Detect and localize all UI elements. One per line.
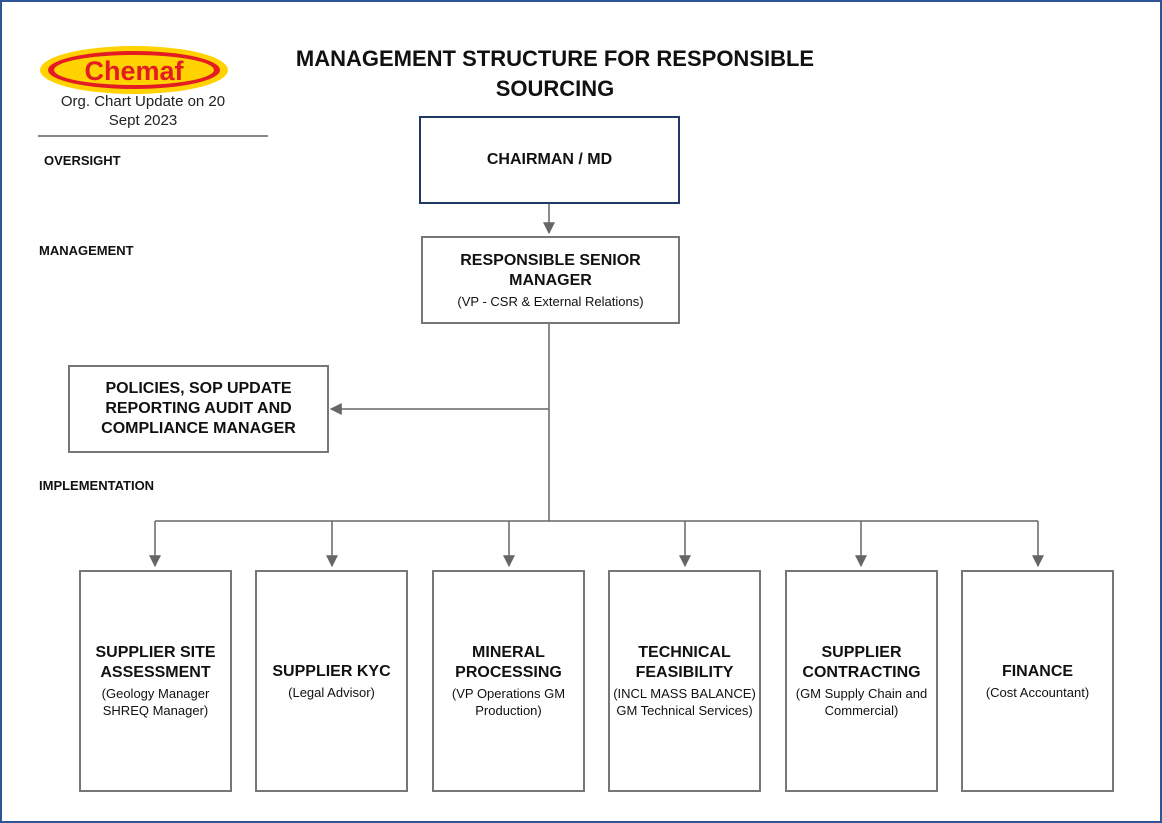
unit-title: MINERAL <box>472 644 545 661</box>
policies-line2: REPORTING AUDIT AND <box>105 400 292 417</box>
header-rule <box>38 135 268 137</box>
level-label-implementation: IMPLEMENTATION <box>39 478 155 493</box>
unit-subtitle: (Geology Manager <box>101 686 210 701</box>
unit-subtitle: (GM Supply Chain and <box>795 686 928 701</box>
level-label-oversight: OVERSIGHT <box>44 153 121 168</box>
unit-subtitle: (INCL MASS BALANCE) <box>613 686 756 701</box>
unit-title: CONTRACTING <box>802 664 921 681</box>
unit-technical-feasibility: TECHNICAL FEASIBILITY (INCL MASS BALANCE… <box>608 570 761 792</box>
senior-manager-box: RESPONSIBLE SENIOR MANAGER (VP - CSR & E… <box>421 236 680 324</box>
unit-title: SUPPLIER <box>821 644 902 661</box>
unit-subtitle: (Legal Advisor) <box>288 684 375 700</box>
level-label-management: MANAGEMENT <box>39 243 134 258</box>
org-chart-update-note: Org. Chart Update on 20 Sept 2023 <box>60 93 226 129</box>
unit-supplier-kyc: SUPPLIER KYC (Legal Advisor) <box>255 570 408 792</box>
unit-supplier-site-assessment: SUPPLIER SITE ASSESSMENT (Geology Manage… <box>79 570 232 792</box>
unit-subtitle: (VP Operations GM <box>451 686 566 701</box>
policies-line3: COMPLIANCE MANAGER <box>101 420 296 437</box>
unit-title: SUPPLIER KYC <box>272 662 391 680</box>
logo-wordmark: Chemaf <box>84 56 184 86</box>
unit-subtitle: Commercial) <box>824 703 899 718</box>
unit-subtitle: GM Technical Services) <box>616 703 753 718</box>
page-title: MANAGEMENT STRUCTURE FOR RESPONSIBLE SOU… <box>295 46 815 101</box>
chairman-title: CHAIRMAN / MD <box>486 151 613 168</box>
unit-finance: FINANCE (Cost Accountant) <box>961 570 1114 792</box>
chairman-box: CHAIRMAN / MD <box>419 116 680 204</box>
chemaf-logo: Chemaf <box>40 46 228 94</box>
unit-subtitle: Production) <box>475 703 542 718</box>
unit-subtitle: (Cost Accountant) <box>985 684 1090 700</box>
unit-title: FEASIBILITY <box>635 664 734 681</box>
policies-compliance-box: POLICIES, SOP UPDATE REPORTING AUDIT AND… <box>68 365 329 453</box>
senior-manager-subtitle: (VP - CSR & External Relations) <box>457 293 644 309</box>
unit-mineral-processing: MINERAL PROCESSING (VP Operations GM Pro… <box>432 570 585 792</box>
unit-subtitle: SHREQ Manager) <box>102 703 209 718</box>
senior-manager-title-line1: RESPONSIBLE SENIOR <box>460 251 641 269</box>
unit-title: ASSESSMENT <box>100 664 211 681</box>
senior-manager-title-line2: MANAGER <box>509 271 592 289</box>
unit-supplier-contracting: SUPPLIER CONTRACTING (GM Supply Chain an… <box>785 570 938 792</box>
unit-title: FINANCE <box>1001 662 1074 680</box>
unit-title: TECHNICAL <box>638 644 731 661</box>
unit-title: SUPPLIER SITE <box>95 644 216 661</box>
unit-title: PROCESSING <box>455 664 562 681</box>
policies-line1: POLICIES, SOP UPDATE <box>105 380 292 397</box>
